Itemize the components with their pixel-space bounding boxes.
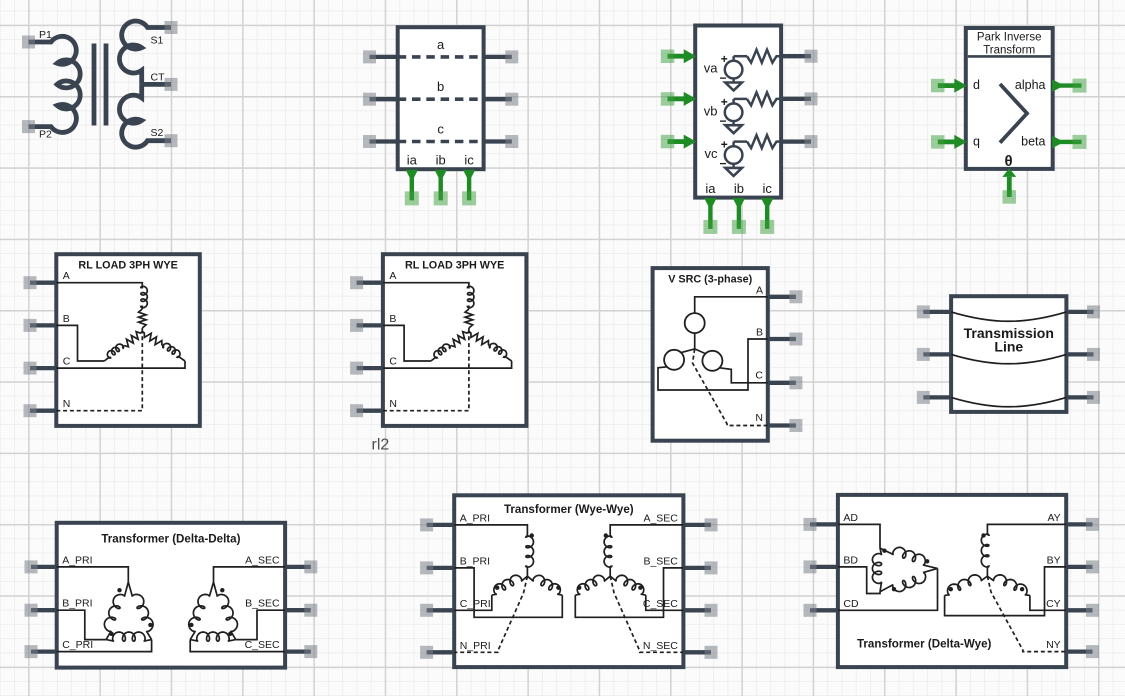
- svg-text:d: d: [973, 78, 980, 92]
- svg-text:P1: P1: [39, 29, 52, 41]
- svg-text:Line: Line: [994, 339, 1023, 355]
- svg-text:B: B: [389, 313, 396, 325]
- svg-text:Transformer (Wye-Wye): Transformer (Wye-Wye): [504, 503, 634, 516]
- svg-text:a: a: [437, 37, 445, 52]
- svg-text:CT: CT: [151, 72, 166, 84]
- svg-text:C: C: [63, 356, 71, 368]
- svg-text:ib: ib: [734, 181, 744, 196]
- svg-text:A_SEC: A_SEC: [643, 512, 678, 524]
- svg-text:θ: θ: [1005, 153, 1013, 170]
- svg-text:ia: ia: [407, 153, 418, 168]
- svg-text:vb: vb: [704, 103, 718, 118]
- svg-text:−: −: [719, 157, 726, 171]
- svg-text:vc: vc: [705, 146, 719, 161]
- svg-text:q: q: [973, 134, 980, 148]
- svg-text:C: C: [389, 356, 397, 368]
- svg-text:B_SEC: B_SEC: [245, 598, 280, 610]
- svg-text:RL LOAD 3PH WYE: RL LOAD 3PH WYE: [405, 259, 504, 271]
- svg-text:b: b: [437, 79, 444, 94]
- svg-text:C_SEC: C_SEC: [643, 598, 678, 610]
- svg-text:C_PRI: C_PRI: [460, 598, 491, 610]
- svg-text:A_PRI: A_PRI: [460, 512, 490, 524]
- svg-text:−: −: [719, 71, 726, 85]
- svg-text:AY: AY: [1047, 512, 1060, 524]
- svg-text:B_PRI: B_PRI: [460, 555, 490, 567]
- svg-text:Transformer (Delta-Wye): Transformer (Delta-Wye): [857, 638, 992, 651]
- svg-text:beta: beta: [1021, 134, 1045, 148]
- svg-text:CY: CY: [1046, 598, 1061, 610]
- svg-text:BY: BY: [1047, 554, 1061, 566]
- svg-text:S1: S1: [151, 35, 164, 47]
- svg-text:N_PRI: N_PRI: [460, 640, 491, 652]
- svg-text:c: c: [437, 122, 444, 137]
- svg-text:A_SEC: A_SEC: [245, 554, 280, 566]
- svg-text:ia: ia: [705, 181, 716, 196]
- svg-text:Park Inverse: Park Inverse: [977, 32, 1042, 44]
- svg-text:ic: ic: [763, 181, 773, 196]
- svg-text:N: N: [755, 412, 763, 424]
- svg-text:B: B: [756, 327, 763, 339]
- svg-text:CD: CD: [843, 598, 859, 610]
- svg-text:A: A: [756, 284, 763, 296]
- svg-text:alpha: alpha: [1015, 78, 1046, 92]
- svg-text:va: va: [704, 61, 719, 76]
- svg-text:NY: NY: [1046, 639, 1061, 651]
- svg-text:C_SEC: C_SEC: [245, 639, 280, 651]
- svg-text:Transformer (Delta-Delta): Transformer (Delta-Delta): [101, 533, 240, 546]
- svg-text:C: C: [755, 369, 763, 381]
- svg-text:N_SEC: N_SEC: [643, 640, 678, 652]
- svg-text:BD: BD: [843, 554, 858, 566]
- svg-text:B_SEC: B_SEC: [643, 555, 678, 567]
- svg-text:N: N: [389, 398, 397, 410]
- svg-text:P2: P2: [39, 129, 52, 141]
- svg-text:rl2: rl2: [372, 437, 390, 454]
- svg-text:B: B: [63, 313, 70, 325]
- svg-text:Transform: Transform: [983, 45, 1035, 57]
- svg-text:ib: ib: [436, 153, 446, 168]
- svg-text:RL LOAD 3PH WYE: RL LOAD 3PH WYE: [78, 259, 177, 271]
- svg-text:A: A: [63, 270, 70, 282]
- svg-text:S2: S2: [151, 127, 164, 139]
- svg-text:+: +: [721, 138, 728, 152]
- svg-text:A: A: [389, 270, 396, 282]
- svg-text:N: N: [63, 398, 71, 410]
- svg-text:+: +: [721, 95, 728, 109]
- svg-text:C_PRI: C_PRI: [62, 639, 93, 651]
- svg-text:V SRC (3-phase): V SRC (3-phase): [668, 273, 752, 285]
- svg-text:ic: ic: [464, 153, 474, 168]
- svg-text:−: −: [719, 114, 726, 128]
- svg-text:AD: AD: [843, 512, 858, 524]
- svg-text:Transmission: Transmission: [964, 325, 1054, 341]
- svg-text:A_PRI: A_PRI: [62, 554, 92, 566]
- svg-text:+: +: [721, 52, 728, 66]
- svg-text:B_PRI: B_PRI: [62, 598, 92, 610]
